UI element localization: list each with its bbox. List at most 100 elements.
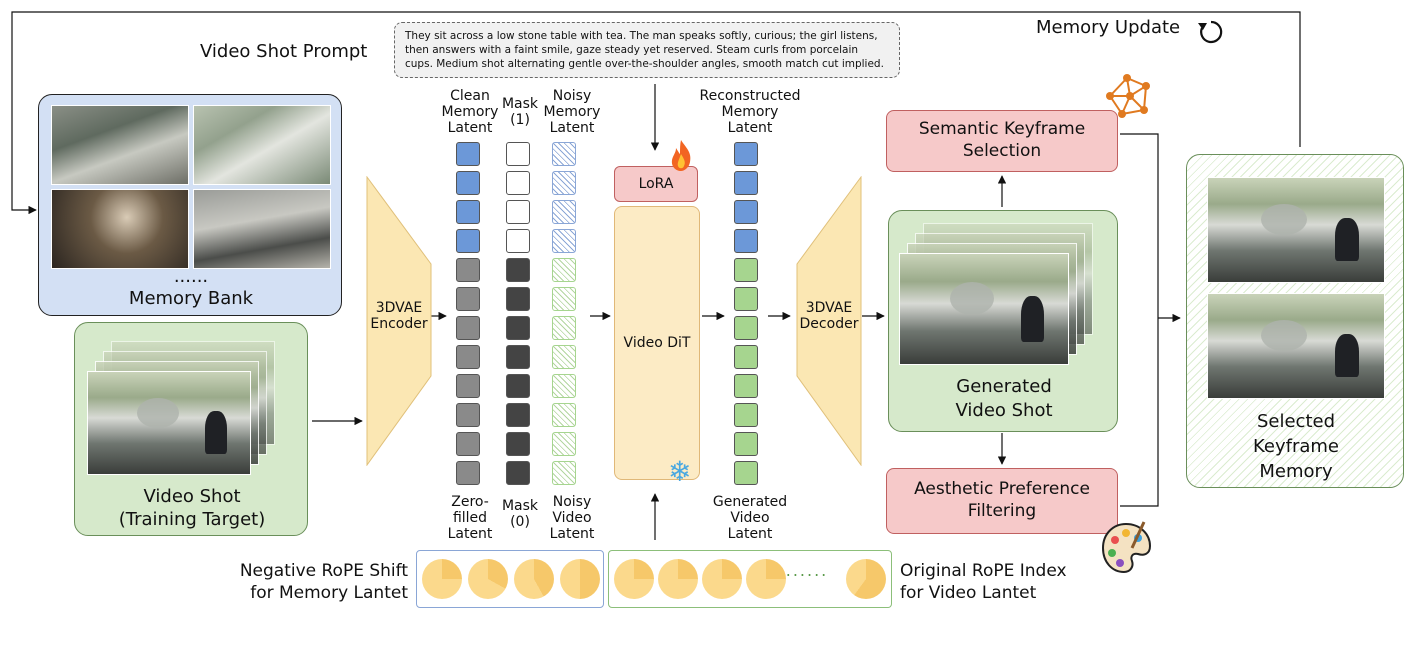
latent-cell: [734, 403, 758, 427]
generated-shot-line1: Generated: [956, 376, 1052, 397]
latent-cell: [734, 258, 758, 282]
lora-block: LoRA: [614, 166, 698, 202]
encoder-line1: 3DVAE: [375, 300, 423, 316]
memory-update-label: Memory Update: [1036, 17, 1181, 38]
video-rope-box: [608, 550, 892, 608]
latent-cell: [552, 374, 576, 398]
noisy-video-footer: Noisy Video Latent: [532, 494, 612, 542]
latent-cell: [506, 200, 530, 224]
latent-cell: [506, 403, 530, 427]
recon-h2: Memory: [721, 104, 779, 121]
latent-cell: [506, 287, 530, 311]
training-video-shot: Video Shot (Training Target): [74, 322, 308, 536]
latent-cell: [456, 229, 480, 253]
original-rope-label: Original RoPE Index for Video Lantet: [900, 560, 1100, 604]
latent-cell: [552, 432, 576, 456]
memory-frame-3: [51, 189, 189, 269]
latent-cell: [734, 432, 758, 456]
semantic-keyframe-selection: Semantic Keyframe Selection: [886, 110, 1118, 172]
latent-cell: [506, 461, 530, 485]
clean-memory-header: Clean Memory Latent: [430, 88, 510, 136]
latent-cell: [456, 171, 480, 195]
rope-pie: [846, 559, 886, 599]
latent-cell: [734, 200, 758, 224]
latent-cell: [506, 374, 530, 398]
noisyvid-f2: Video: [552, 510, 592, 527]
km-line3: Memory: [1259, 461, 1333, 483]
gen-f3: Latent: [727, 526, 773, 543]
latent-cell: [552, 229, 576, 253]
video-dit-block: Video DiT: [614, 206, 700, 480]
latent-cell: [456, 316, 480, 340]
neg-rope-line2: for Memory Lantet: [250, 583, 408, 604]
km-line2: Keyframe: [1252, 436, 1339, 458]
mask0-f2: (0): [510, 514, 530, 531]
memory-frame-1: [51, 105, 189, 185]
vae-encoder: [366, 176, 432, 466]
latent-cell: [506, 432, 530, 456]
noisymem-h2: Memory: [543, 104, 601, 121]
latent-cell: [734, 316, 758, 340]
latent-cell: [506, 316, 530, 340]
latent-cell: [734, 374, 758, 398]
km-line1: Selected: [1256, 411, 1336, 432]
latent-cell: [734, 461, 758, 485]
stack-frame-front: [87, 371, 251, 475]
latent-cell: [456, 461, 480, 485]
aesthetic-line2: Filtering: [967, 501, 1037, 522]
rope-pie: [514, 559, 554, 599]
mask1-h1: Mask: [501, 96, 539, 112]
rope-pie: [560, 559, 600, 599]
latent-cell: [506, 229, 530, 253]
latent-cell: [552, 200, 576, 224]
selected-keyframe-memory: Selected Keyframe Memory: [1186, 154, 1404, 488]
recon-h1: Reconstructed: [699, 88, 801, 104]
latent-cell: [456, 258, 480, 282]
latent-cell: [506, 345, 530, 369]
zero-f2: filled: [452, 510, 488, 527]
negative-rope-label: Negative RoPE Shift for Memory Lantet: [196, 560, 408, 604]
rope-pie: [658, 559, 698, 599]
memory-rope-box: [416, 550, 604, 608]
latent-cell: [734, 142, 758, 166]
latent-cell: [552, 171, 576, 195]
semantic-line1: Semantic Keyframe: [918, 119, 1086, 139]
prompt-text: They sit across a low stone table with t…: [394, 22, 900, 78]
vae-decoder: [796, 176, 862, 466]
mask1-header: Mask (1): [490, 96, 550, 128]
latent-cell: [734, 287, 758, 311]
decoder-label: 3DVAE Decoder: [792, 300, 866, 332]
keyframe-memory-label: Selected Keyframe Memory: [1187, 409, 1405, 485]
orig-rope-line2: for Video Lantet: [900, 583, 1037, 604]
fire-icon: [671, 140, 691, 171]
orig-rope-line1: Original RoPE Index: [900, 561, 1067, 581]
neg-rope-line1: Negative RoPE Shift: [239, 561, 408, 581]
memory-bank-ellipsis: ......: [173, 266, 209, 287]
latent-cell: [456, 374, 480, 398]
latent-cell: [456, 142, 480, 166]
memory-frame-2: [193, 105, 331, 185]
encoder-label: 3DVAE Encoder: [362, 300, 436, 332]
noisymem-h3: Latent: [549, 120, 595, 137]
latent-cell: [552, 461, 576, 485]
rope-pie: [422, 559, 462, 599]
gen-f2: Video: [730, 510, 770, 527]
noisy-memory-header: Noisy Memory Latent: [532, 88, 612, 136]
training-shot-line1: Video Shot: [143, 486, 241, 507]
rope-pie: [702, 559, 742, 599]
keyframe-2: [1207, 293, 1385, 399]
latent-cell: [456, 432, 480, 456]
palette-icon: [1101, 521, 1152, 574]
prompt-title: Video Shot Prompt: [200, 41, 368, 62]
noisymem-h1: Noisy: [552, 88, 592, 104]
mask0-footer: Mask (0): [490, 498, 550, 530]
latent-cell: [506, 171, 530, 195]
zero-f3: Latent: [447, 526, 493, 543]
decoder-line2: Decoder: [799, 316, 859, 333]
latent-cell: [506, 142, 530, 166]
keyframe-1: [1207, 177, 1385, 283]
latent-cell: [552, 258, 576, 282]
clean-h2: Memory: [441, 104, 499, 121]
latent-cell: [552, 142, 576, 166]
